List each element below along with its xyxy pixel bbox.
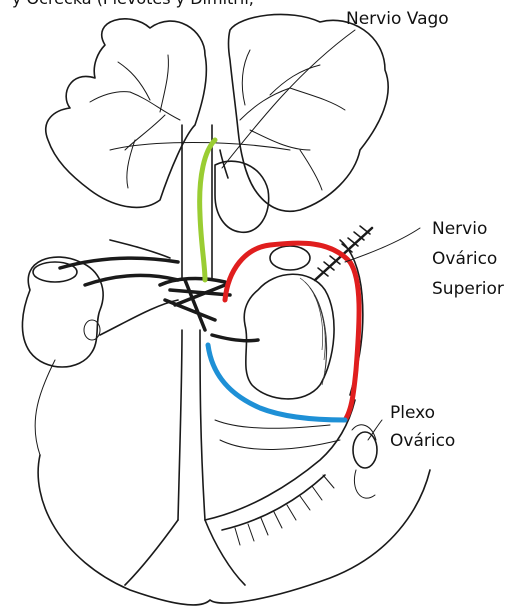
renal-vessels-left — [60, 240, 178, 335]
fimbria — [354, 470, 375, 498]
renal-hilum-right — [212, 335, 258, 341]
leader-vagus — [222, 30, 355, 168]
label-plexo-ovarico-line1: Plexo — [390, 402, 435, 424]
label-nervio-ovarico-superior-line1: Nervio — [432, 218, 487, 240]
liver-lobe-right — [229, 14, 389, 211]
body-outline-left — [35, 360, 55, 455]
celiac-ganglion — [160, 278, 230, 330]
kidney-left — [22, 257, 103, 367]
vena-cava — [200, 330, 205, 520]
diaphragm-line — [110, 143, 290, 151]
small-vessel — [220, 150, 228, 178]
label-nervio-ovarico-superior-line2: Ovárico — [432, 248, 497, 270]
label-plexo-ovarico-line2: Ovárico — [390, 430, 455, 452]
uterine-horn-inner — [222, 475, 325, 530]
kidney-right-hatching — [300, 278, 327, 385]
adrenal-right — [270, 246, 310, 270]
label-nervio-vago: Nervio Vago — [346, 8, 449, 30]
label-nervio-ovarico-superior-line3: Superior — [432, 278, 504, 300]
kidney-right — [244, 274, 334, 399]
broad-ligament — [215, 420, 340, 449]
iliac-left — [125, 520, 178, 585]
liver-vessels-left — [90, 55, 180, 188]
ovary — [353, 432, 377, 468]
aorta — [178, 330, 182, 520]
body-outline — [38, 455, 430, 605]
